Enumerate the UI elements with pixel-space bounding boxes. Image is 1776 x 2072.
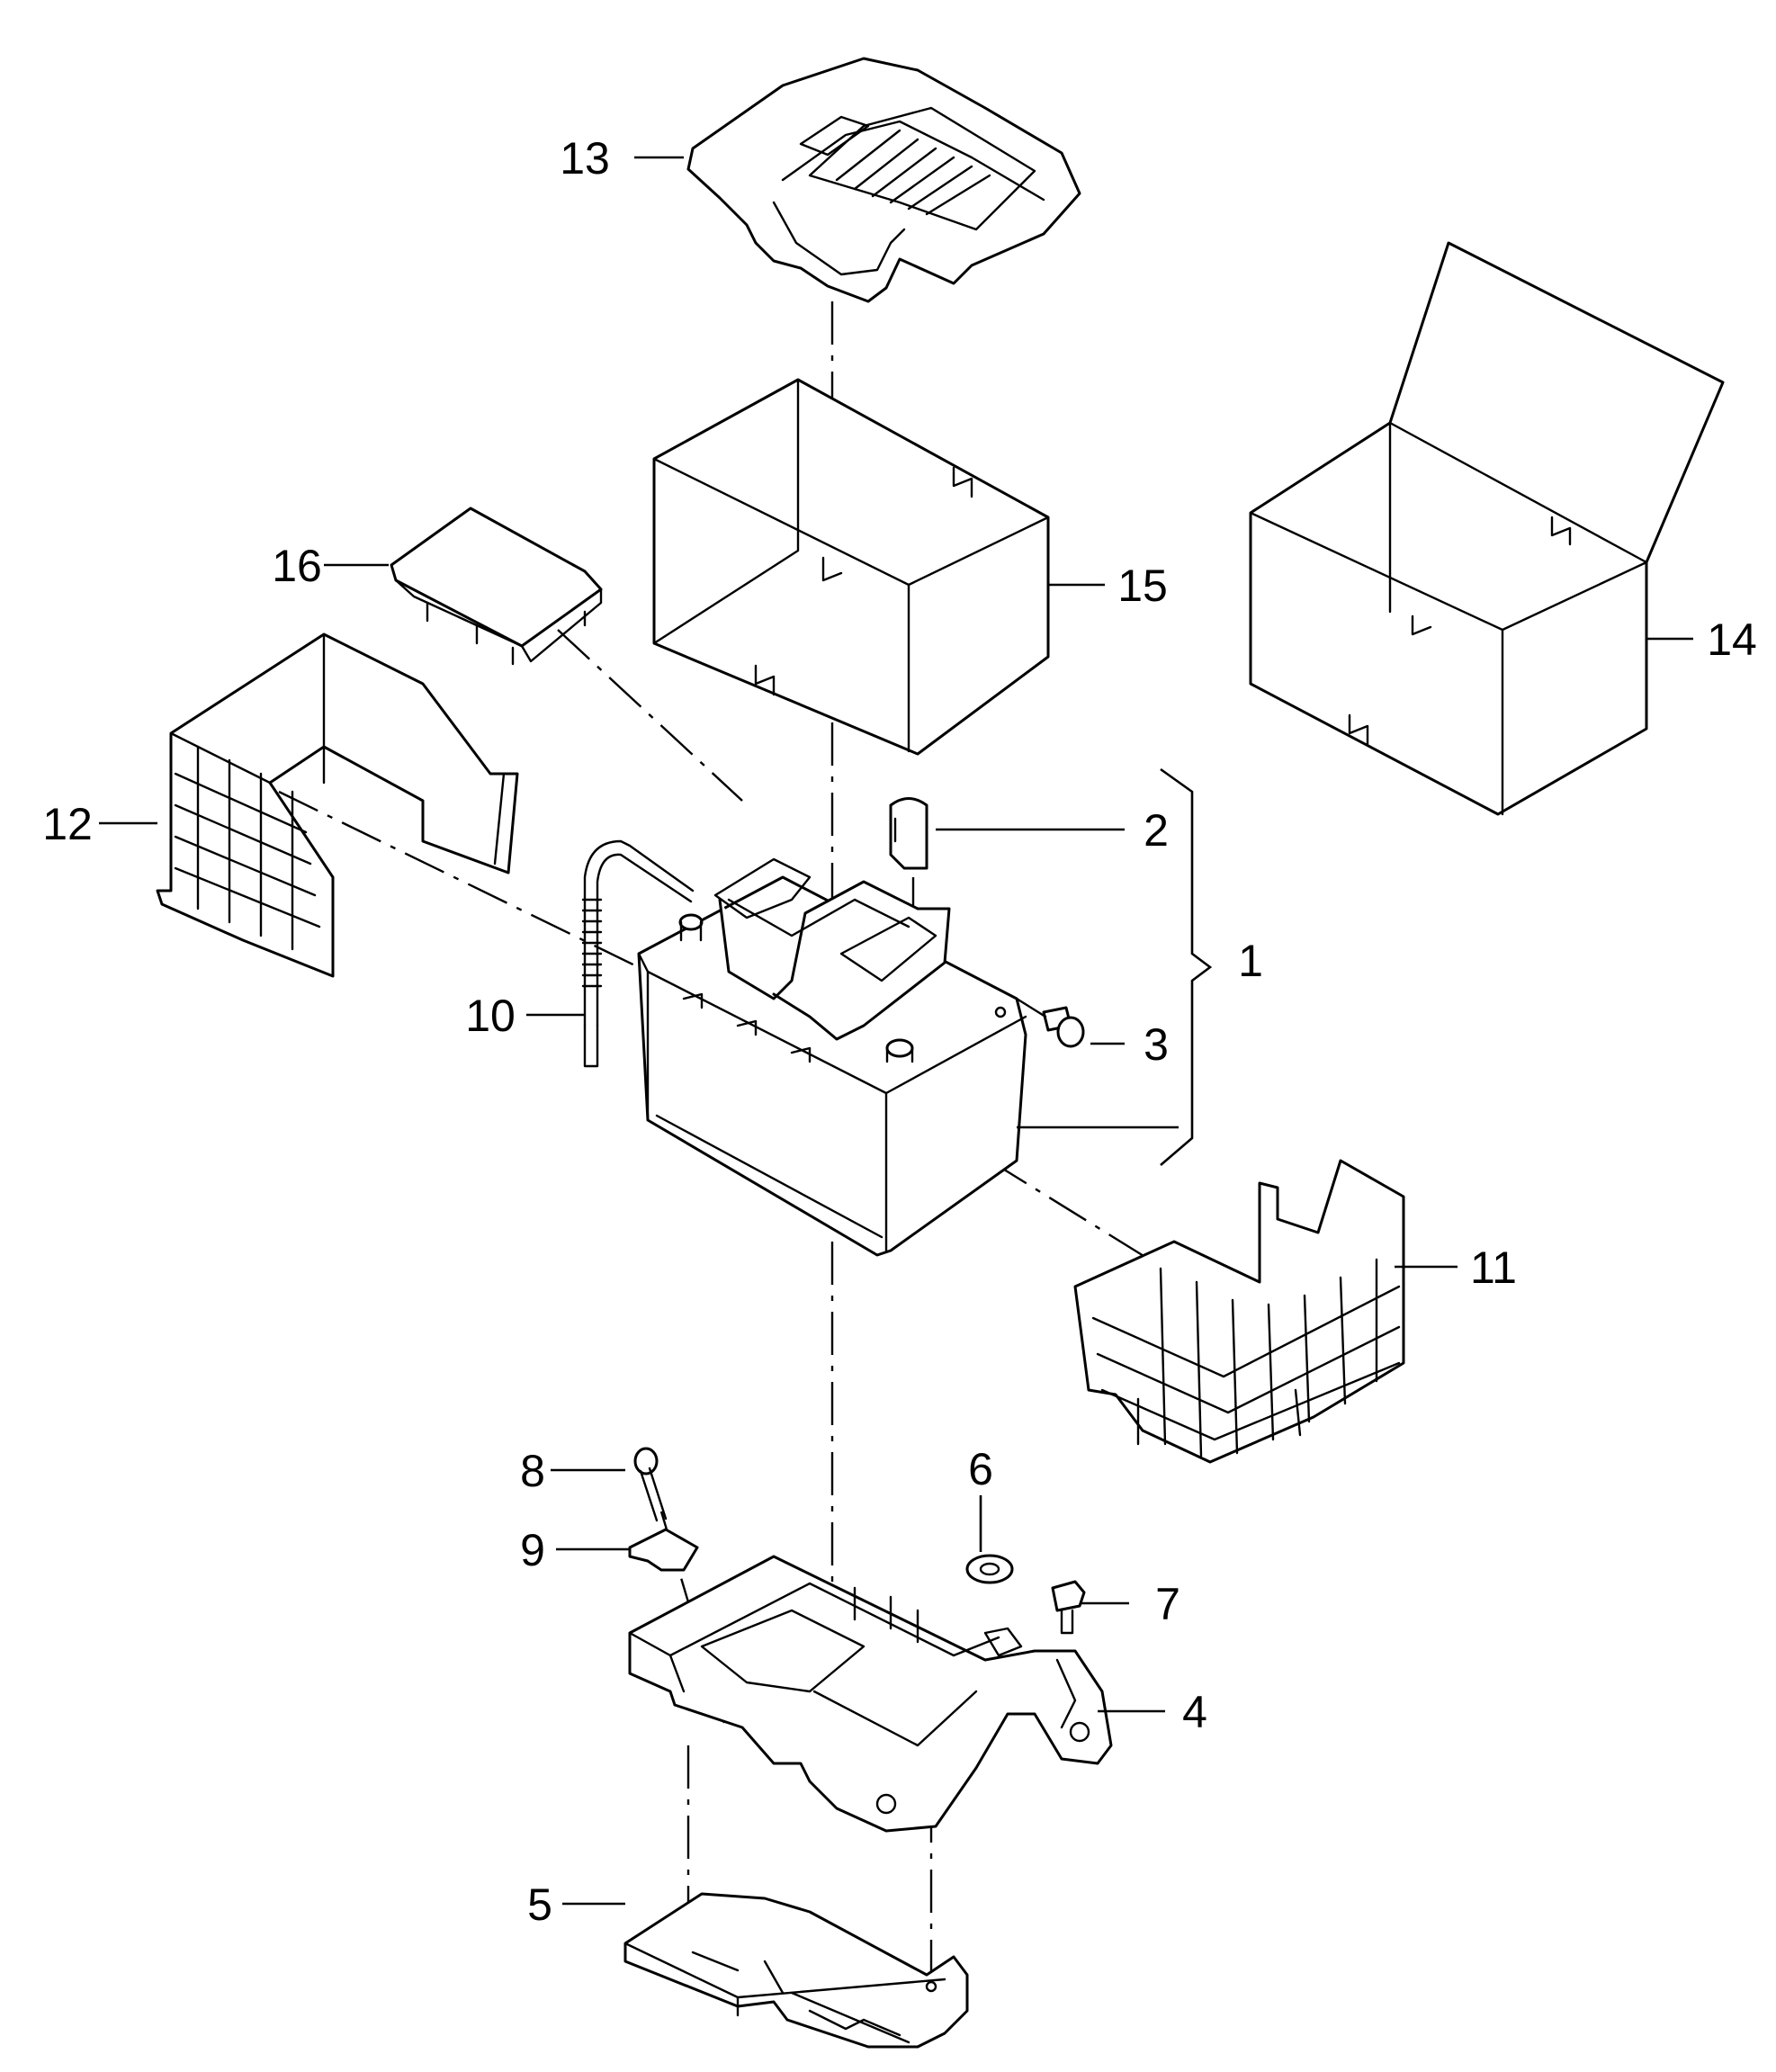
battery-cover	[686, 57, 1081, 303]
cover-cap	[390, 507, 603, 666]
retaining-clip	[628, 1528, 699, 1572]
callout-9: 9	[520, 1525, 545, 1575]
callout-14: 14	[1707, 614, 1757, 665]
callout-4: 4	[1182, 1687, 1207, 1737]
callout-10: 10	[465, 991, 516, 1041]
callout-2: 2	[1144, 805, 1169, 856]
washer	[965, 1554, 1014, 1584]
vent-hose	[581, 839, 695, 1068]
callout-15: 15	[1117, 561, 1168, 611]
callout-5: 5	[527, 1879, 552, 1930]
callout-3: 3	[1144, 1019, 1169, 1070]
battery	[637, 857, 1027, 1257]
screw	[633, 1447, 668, 1522]
vent-plug	[1015, 997, 1085, 1048]
hexagon-bolt	[1051, 1580, 1086, 1635]
callout-11: 11	[1470, 1242, 1517, 1293]
callout-13: 13	[560, 133, 610, 184]
callout-8: 8	[520, 1446, 545, 1496]
callout-16: 16	[272, 541, 322, 591]
battery-bracket	[1160, 767, 1213, 1166]
callout-1: 1	[1238, 936, 1263, 986]
leader-lines	[99, 156, 1693, 1906]
callout-numbers: 1 2 3 4 5 6 7 8 9 10 11 12 13 14 15 16	[42, 133, 1757, 1930]
callout-12: 12	[42, 799, 93, 849]
base-plate	[623, 1892, 969, 2049]
heat-shield-right	[1073, 1159, 1405, 1464]
heat-shield-left	[156, 632, 519, 978]
callout-6: 6	[968, 1444, 993, 1494]
insulation-sleeve	[652, 378, 1050, 756]
terminal-cap	[889, 797, 928, 870]
battery-tray	[628, 1555, 1113, 1833]
insulation-sleeve-flap	[1249, 241, 1725, 816]
callout-7: 7	[1155, 1579, 1180, 1629]
